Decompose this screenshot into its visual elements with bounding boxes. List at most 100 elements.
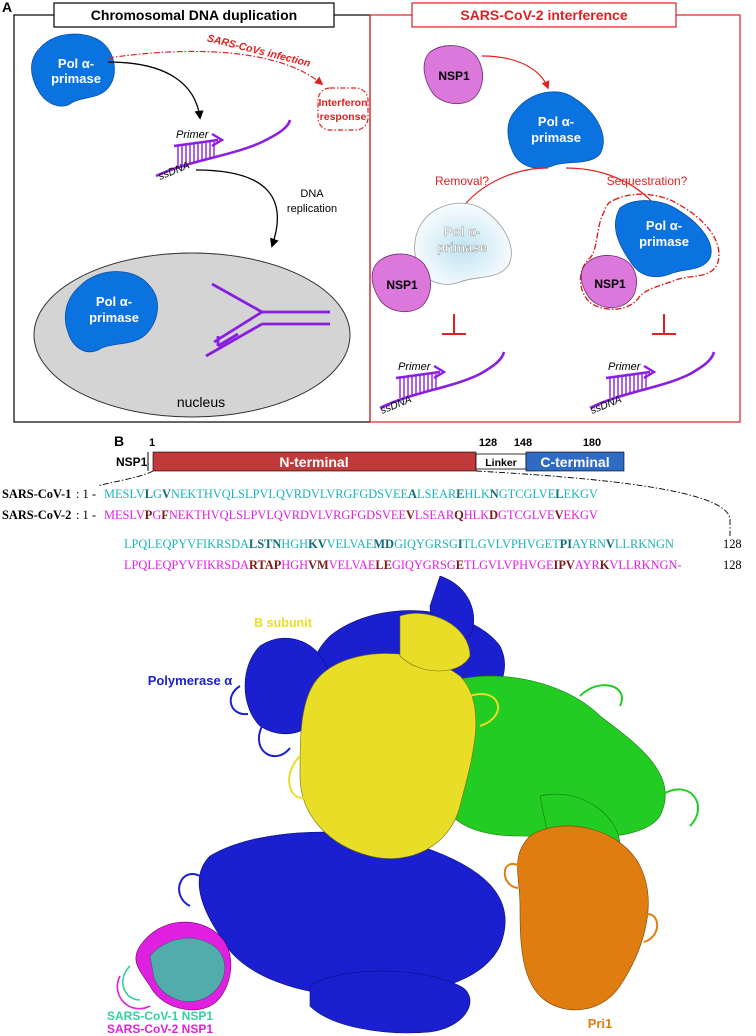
primer-ssdna-right-a: Primer ssDNA <box>379 351 506 417</box>
pos-128: 128 <box>479 437 497 449</box>
pol-alpha-primase-blob: Pol α- primase <box>31 33 115 107</box>
left-title: Chromosomal DNA duplication <box>91 7 297 23</box>
interferon-box <box>317 87 369 131</box>
b-subunit-label: B subunit <box>254 616 312 630</box>
sequence-segment: HGH <box>281 537 309 551</box>
dna-replication-line1: DNA <box>300 188 324 200</box>
arrow-nsp1-to-pol <box>481 55 550 90</box>
sequence-segment: V <box>554 508 564 522</box>
cov2-end: 128 <box>723 558 742 572</box>
arrow-to-nucleus <box>195 169 279 248</box>
svg-text:Pol α-: Pol α- <box>96 294 132 309</box>
sequence-segment: MD <box>373 537 394 551</box>
pri1-loops <box>503 863 659 943</box>
connector-c <box>475 470 731 536</box>
sequence-segment: F <box>161 508 169 522</box>
nsp1-left: NSP1 <box>371 253 431 313</box>
primer-ssdna-left: Primer ssDNA <box>155 119 292 183</box>
sequence-segment: P <box>144 508 153 522</box>
sequence-segment: LSTN <box>248 537 282 551</box>
nucleus-label: nucleus <box>177 394 225 410</box>
sequence-segment: V <box>161 487 171 501</box>
panel-b-letter: B <box>114 433 124 449</box>
panel-b-domains: B 1 128 148 180 NSP1 N-terminal Linker C… <box>97 433 731 536</box>
sequence-segment: Q <box>454 508 464 522</box>
sequence-segment: A <box>408 487 417 501</box>
cov2-sequence-row1: MESLVPGFNEKTHVQLSLPVLQVRDVLVRGFGDSVEEVLS… <box>104 508 598 522</box>
svg-text:Primer: Primer <box>176 129 210 141</box>
sequence-segment: NEKTHVQLSLPVLQVRDVLVRGFGDSVEE <box>168 508 406 522</box>
svg-text:Pol α-: Pol α- <box>646 218 682 233</box>
sequence-segment: IPV <box>553 558 575 572</box>
sequence-segment: GIQYGRSG <box>393 537 458 551</box>
arrow-to-primer <box>107 61 204 120</box>
polymerase-label: Polymerase α <box>148 673 233 688</box>
svg-text:Primer: Primer <box>608 361 642 373</box>
cov1-end: 128 <box>723 537 742 551</box>
sequence-segment: VELVAE <box>328 558 376 572</box>
right-title-box <box>411 2 677 28</box>
sequence-segment: LLRKNGN <box>614 537 674 551</box>
sequence-segment: RTAP <box>248 558 282 572</box>
sequence-segment: E <box>455 558 465 572</box>
sequence-segment: LPQLEQPYVFIKRSDA <box>124 537 249 551</box>
inhibition-left <box>442 314 466 335</box>
pos-148: 148 <box>514 437 532 449</box>
sequence-segment: LSEAR <box>416 487 457 501</box>
svg-text:Pol α-: Pol α- <box>538 114 574 129</box>
infection-arrow <box>107 50 324 86</box>
pol-alpha-primase-sequestered: Pol α- primase <box>615 200 712 278</box>
sequence-segment: HLK <box>464 487 490 501</box>
sequence-segment: AYR <box>574 558 600 572</box>
protein-structure: B subunit Polymerase α Pri2 Pri1 SARS-Co… <box>107 576 700 1036</box>
sequence-segment: TLGVLVPHVGET <box>462 537 560 551</box>
svg-text:ssDNA: ssDNA <box>157 159 192 182</box>
sequence-segment: HGH <box>281 558 309 572</box>
cov2-label: SARS-CoV-2 <box>2 508 72 522</box>
nsp1-top: NSP1 <box>423 45 483 105</box>
sequence-segment: L <box>555 487 564 501</box>
svg-text:Pol α-: Pol α- <box>444 224 480 239</box>
pri2-loops <box>579 684 700 827</box>
panel-a: A Chromosomal DNA duplication SARS-CoV-2… <box>2 0 741 423</box>
domain-nsp1-label: NSP1 <box>116 455 148 469</box>
cov2-sequence-row2: LPQLEQPYVFIKRSDARTAPHGHVMVELVAELEGIQYGRS… <box>124 558 682 572</box>
sequence-segment: V <box>605 537 615 551</box>
inhibition-right <box>652 314 676 335</box>
svg-text:NSP1: NSP1 <box>386 278 418 292</box>
removal-label: Removal? <box>435 174 489 188</box>
primer-ssdna-right-b: Primer ssDNA <box>589 351 716 417</box>
svg-text:primase: primase <box>89 310 139 325</box>
sequence-segment: EKGV <box>563 508 598 522</box>
c-terminal-label: C-terminal <box>540 454 609 470</box>
sequence-segment: G <box>152 508 162 522</box>
sequence-segment: VELVAE <box>326 537 374 551</box>
pri1-structure <box>517 825 649 1011</box>
sequence-segment: MESLV <box>104 508 145 522</box>
sequence-segment: PI <box>559 537 573 551</box>
sequence-segment: AYRN <box>572 537 606 551</box>
nsp1-structures <box>116 921 232 1011</box>
pri1-label: Pri1 <box>588 1016 613 1031</box>
cov1-nsp1-label: SARS-CoV-1 NSP1 <box>107 1009 213 1023</box>
sequence-segment: NEKTHVQLSLPVLQVRDVLVRGFGDSVEE <box>170 487 409 501</box>
infection-label: SARS-CoVs infection <box>206 32 312 69</box>
svg-text:primase: primase <box>531 130 581 145</box>
pol-alpha-primase-removed: Pol α- primase <box>414 202 512 285</box>
sequence-segment: KV <box>308 537 327 551</box>
pos-1: 1 <box>149 437 155 449</box>
c-terminal-domain <box>525 451 625 472</box>
sequence-segment: MESLV <box>104 487 145 501</box>
interferon-line1: Interferon <box>318 97 367 109</box>
cov1-sequence-row1: MESLV L GVNEKTHVQLSLPVLQVRDVLVRGFGDSVEEALS… <box>104 487 598 501</box>
sequence-segment: GTCGLVE <box>498 508 555 522</box>
sequence-segment: G <box>153 487 162 501</box>
cov1-start: : 1 - <box>76 487 96 501</box>
n-terminal-label: N-terminal <box>279 454 348 470</box>
svg-text:Primer: Primer <box>398 361 432 373</box>
connector-n <box>97 470 154 487</box>
interferon-line2: response <box>320 111 367 123</box>
sequence-segment: E <box>456 487 465 501</box>
sequestration-outline <box>579 193 720 310</box>
b-subunit-structure <box>299 613 477 859</box>
